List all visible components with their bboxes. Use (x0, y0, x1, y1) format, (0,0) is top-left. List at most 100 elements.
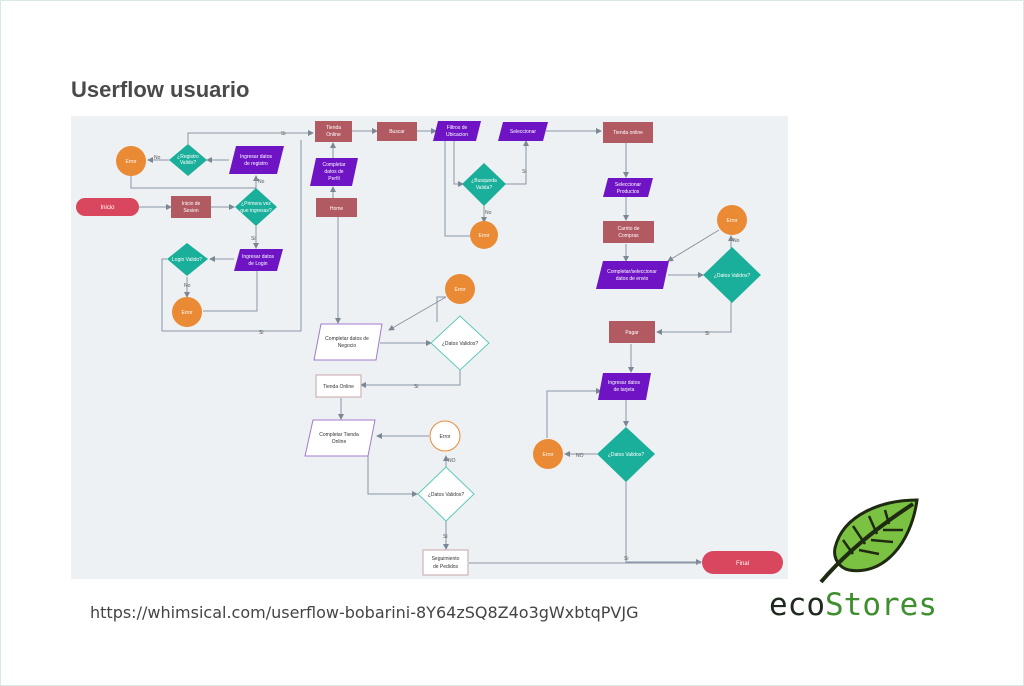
svg-text:Error: Error (439, 434, 450, 440)
node-home: Home (316, 198, 357, 217)
node-primera-vez: ¿Primera vez que ingresas? (235, 188, 277, 226)
svg-text:Seguimiento: Seguimiento (432, 556, 460, 562)
node-tienda-online-right: Tienda online (603, 122, 653, 143)
edge-label-si: Si (414, 384, 418, 390)
whimsical-link[interactable]: https://whimsical.com/userflow-bobarini-… (90, 603, 639, 622)
node-tienda-online-mid: Tienda Online (315, 374, 362, 398)
svg-text:Valida?: Valida? (476, 185, 493, 191)
svg-text:Ingresar datos: Ingresar datos (608, 380, 640, 386)
svg-text:Compras: Compras (618, 233, 639, 239)
svg-text:Tienda: Tienda (326, 125, 341, 131)
svg-text:Online: Online (326, 132, 341, 138)
edge-label-no-upper: NO (576, 453, 584, 459)
node-datos-validos-tienda: ¿Datos Validos? (417, 466, 475, 522)
node-tienda-online-top: Tienda Online (315, 121, 352, 142)
node-carrito: Carrito de Compras (603, 221, 654, 243)
svg-text:Completar: Completar (322, 162, 345, 168)
svg-text:Ingresar datos: Ingresar datos (240, 154, 272, 160)
edge-label-si: Si (624, 556, 628, 562)
svg-text:que ingresas?: que ingresas? (240, 208, 272, 214)
svg-text:Inicio: Inicio (100, 205, 115, 211)
svg-text:Buscar: Buscar (389, 129, 405, 135)
svg-text:Login Valido?: Login Valido? (172, 257, 202, 263)
node-datos-validos-envio: ¿Datos Validos? (703, 247, 761, 303)
node-login-valido: Login Valido? (167, 243, 208, 276)
connectors (130, 128, 734, 565)
node-inicio-sesion: Inicio de Sesion (171, 196, 211, 218)
svg-text:Perfil: Perfil (328, 176, 339, 182)
svg-text:Error: Error (181, 310, 192, 316)
edge-label-si: Si (522, 169, 526, 175)
svg-text:Seleccionar: Seleccionar (615, 182, 641, 188)
edge-label-no: No (154, 155, 161, 161)
svg-text:¿Primera vez: ¿Primera vez (241, 201, 271, 207)
edge-label-no: No (258, 179, 265, 185)
svg-text:de tarjeta: de tarjeta (614, 387, 635, 393)
svg-text:¿Registro: ¿Registro (177, 154, 199, 160)
svg-text:¿Datos Validos?: ¿Datos Validos? (608, 452, 645, 458)
edge-labels: Si No No Si No Si Si No No Si NO Si Si N… (154, 131, 740, 562)
edge-label-no: No (733, 238, 740, 244)
svg-text:Error: Error (454, 287, 465, 293)
svg-text:¿Datos Validos?: ¿Datos Validos? (428, 492, 465, 498)
svg-text:Seleccionar: Seleccionar (510, 129, 536, 135)
node-inicio: Inicio (76, 198, 139, 216)
svg-text:¿Datos Validos?: ¿Datos Validos? (714, 273, 751, 279)
svg-text:Filtros de: Filtros de (447, 125, 468, 131)
svg-text:Pagar: Pagar (625, 330, 639, 336)
svg-text:Final: Final (736, 561, 749, 567)
svg-text:Error: Error (726, 218, 737, 224)
node-seleccionar-productos: Seleccionar Productos (603, 178, 653, 197)
svg-text:Productos: Productos (617, 189, 640, 195)
node-seleccionar: Seleccionar (498, 122, 548, 141)
svg-text:Error: Error (542, 452, 553, 458)
node-completar-perfil: Completar datos de Perfil (310, 158, 358, 186)
svg-text:Online: Online (332, 439, 347, 445)
node-seguimiento: Seguimiento de Pedidos (422, 549, 469, 576)
edge-label-si: Si (251, 236, 255, 242)
node-ingresar-login: Ingresar datos de Login (234, 249, 283, 271)
node-final: Final (702, 551, 783, 574)
brand-logo: ecoStores (769, 587, 937, 623)
svg-text:Tienda online: Tienda online (613, 130, 643, 136)
node-ingresar-registro: Ingresar datos de registro (229, 146, 284, 174)
node-error-envio: Error (717, 205, 747, 235)
svg-text:Ingresar datos: Ingresar datos (242, 254, 274, 260)
svg-text:de registro: de registro (244, 161, 268, 167)
svg-text:de Login: de Login (248, 261, 267, 267)
node-error-tarjeta: Error (533, 439, 563, 469)
canvas-background (71, 116, 788, 579)
svg-text:Home: Home (330, 206, 344, 212)
svg-text:datos de envio: datos de envio (616, 276, 649, 282)
edge-label-si: Si (705, 331, 709, 337)
node-error-negocio: Error (445, 274, 475, 304)
node-completar-envio: Completar/seleccionar datos de envio (596, 261, 669, 289)
edge-label-no-upper: NO (448, 458, 456, 464)
svg-text:Valido?: Valido? (180, 160, 197, 166)
svg-text:Error: Error (125, 159, 136, 165)
node-completar-tienda: Completar Tienda Online (304, 419, 376, 457)
node-datos-validos-tarjeta: ¿Datos Validos? (597, 427, 655, 482)
node-error-busqueda: Error (470, 221, 498, 249)
node-datos-validos-negocio: ¿Datos Validos? (430, 315, 490, 371)
node-busqueda-valida: ¿Busqueda Valida? (462, 163, 506, 206)
page-title: Userflow usuario (71, 77, 250, 102)
svg-text:Completar/seleccionar: Completar/seleccionar (607, 269, 657, 275)
node-error-login: Error (172, 297, 202, 327)
brand-part1: eco (769, 587, 825, 623)
svg-text:Carrito de: Carrito de (618, 226, 640, 232)
edge-label-si: Si (259, 330, 263, 336)
node-completar-negocio: Completar datos de Negocio (313, 323, 383, 361)
node-filtros: Filtros de Ubicacion (433, 121, 481, 141)
brand-part2: Stores (825, 587, 937, 623)
node-registro-valido: ¿Registro Valido? (169, 144, 207, 176)
edge-label-no: No (184, 283, 191, 289)
svg-text:Sesion: Sesion (183, 208, 199, 214)
node-ingresar-tarjeta: Ingresar datos de tarjeta (598, 373, 651, 400)
edge-label-si: Si (281, 131, 285, 137)
svg-text:Tienda Online: Tienda Online (323, 384, 354, 390)
svg-text:datos de: datos de (324, 169, 343, 175)
svg-text:Negocio: Negocio (338, 343, 357, 349)
svg-text:¿Busqueda: ¿Busqueda (471, 178, 497, 184)
